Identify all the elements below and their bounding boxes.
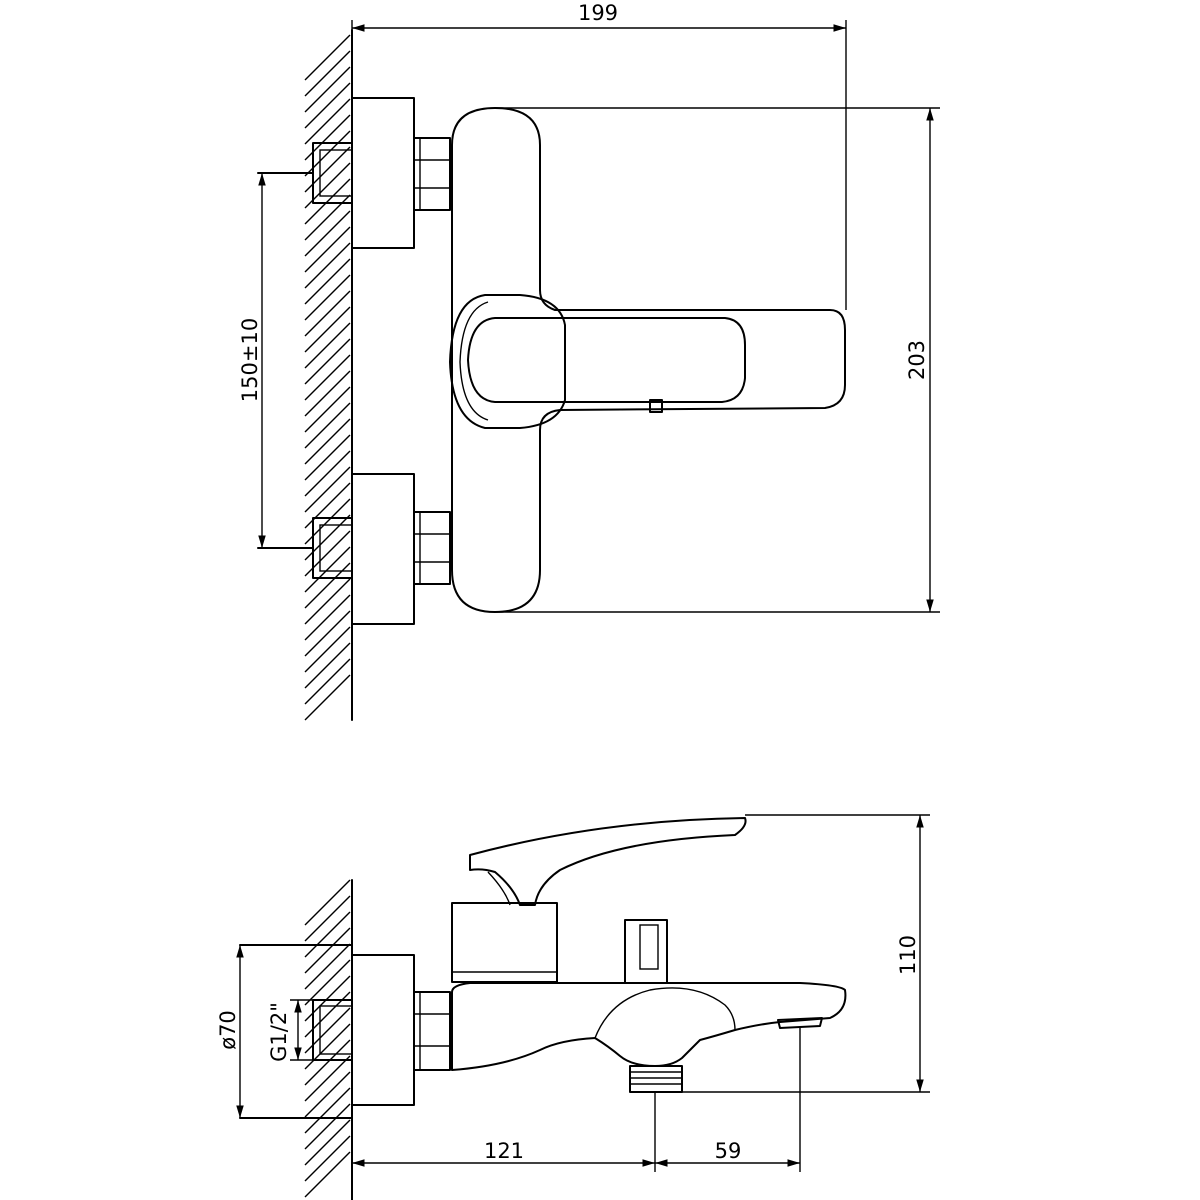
wall-hatch-line xyxy=(304,1071,351,1118)
wall-hatch-line xyxy=(304,450,351,497)
dim-110-label: 110 xyxy=(896,935,920,975)
wall-hatch-line xyxy=(304,1103,351,1150)
wall-hatch-line xyxy=(304,578,351,625)
upper-inlet-pipe xyxy=(257,142,353,204)
wall-hatch-line xyxy=(304,1039,351,1086)
cartridge-housing xyxy=(451,902,558,983)
wall-hatch-line xyxy=(304,546,351,593)
wall-hatch-line xyxy=(304,98,351,145)
lower-hex-nut xyxy=(413,511,451,585)
wall-hatch-line xyxy=(304,879,351,926)
wall-hatch-line xyxy=(304,386,351,433)
dim-thread-g12-label: G1/2" xyxy=(267,1002,291,1062)
wall-hatch-line xyxy=(304,658,351,705)
wall-hatch-line xyxy=(304,370,351,417)
mixer-body xyxy=(451,107,846,613)
dim-59: 59 xyxy=(655,1028,801,1172)
wall-hatch-line xyxy=(304,642,351,689)
wall-front xyxy=(304,29,353,721)
dim-150: 150±10 xyxy=(238,173,266,548)
dim-150-label: 150±10 xyxy=(238,318,262,402)
dim-110: 110 xyxy=(682,814,930,1093)
dim-diameter-70-label: ø70 xyxy=(216,1010,240,1050)
side-inlet-pipe xyxy=(239,944,353,1119)
dim-203: 203 xyxy=(495,107,940,613)
dim-121-label: 121 xyxy=(484,1139,524,1163)
wall-hatch-line xyxy=(304,895,351,942)
wall-hatch-line xyxy=(304,674,351,721)
diverter-knob-side xyxy=(624,919,668,984)
wall-hatch-line xyxy=(304,50,351,97)
dim-199: 199 xyxy=(351,1,847,310)
upper-wall-flange xyxy=(351,97,415,249)
dim-59-label: 59 xyxy=(715,1139,742,1163)
wall-hatch-line xyxy=(304,1023,351,1070)
wall-hatch-line xyxy=(304,226,351,273)
upper-hex-nut xyxy=(413,137,451,211)
wall-hatch-line xyxy=(304,1151,351,1198)
spout-body xyxy=(451,982,847,1071)
dim-thread-g12: G1/2" xyxy=(267,999,313,1062)
handle-hub xyxy=(449,294,566,429)
front-view: 199 203 150±10 xyxy=(238,1,940,721)
wall-hatch-line xyxy=(304,434,351,481)
wall-hatch-line xyxy=(304,178,351,225)
wall-hatch-line xyxy=(304,626,351,673)
wall-hatch-line xyxy=(304,466,351,513)
wall-hatch-line xyxy=(304,1119,351,1166)
wall-hatch-line xyxy=(304,418,351,465)
handle-lever-side xyxy=(469,817,747,906)
wall-hatch-line xyxy=(304,402,351,449)
wall-hatch-line xyxy=(304,1135,351,1182)
wall-hatch-line xyxy=(304,306,351,353)
wall-hatch-line xyxy=(304,927,351,974)
wall-hatch-line xyxy=(304,959,351,1006)
side-hex-nut xyxy=(413,991,451,1071)
wall-hatch-line xyxy=(304,943,351,990)
wall-hatch-line xyxy=(304,242,351,289)
aerator xyxy=(777,1017,823,1029)
wall-hatch-line xyxy=(304,338,351,385)
dim-203-label: 203 xyxy=(905,340,929,380)
wall-hatch-line xyxy=(304,290,351,337)
wall-hatch-line xyxy=(304,322,351,369)
wall-hatch-line xyxy=(304,210,351,257)
dim-199-label: 199 xyxy=(578,1,618,25)
dim-121: 121 xyxy=(352,1092,656,1172)
wall-hatch-line xyxy=(304,34,351,81)
dim-diameter-70: ø70 xyxy=(216,945,244,1118)
wall-hatch-line xyxy=(304,354,351,401)
handle-lever-front xyxy=(467,317,746,403)
side-view: 110 ø70 G1/2" 121 59 xyxy=(216,814,930,1200)
diverter-pin-front xyxy=(649,399,663,413)
lower-inlet-pipe xyxy=(257,517,353,579)
side-wall-flange xyxy=(351,954,415,1106)
wall-hatch-line xyxy=(304,258,351,305)
wall-hatch-line xyxy=(304,911,351,958)
wall-hatch-line xyxy=(304,1055,351,1102)
wall-hatch-line xyxy=(304,274,351,321)
wall-hatch-line xyxy=(304,82,351,129)
shower-outlet-thread xyxy=(629,1065,683,1093)
wall-hatch-line xyxy=(304,610,351,657)
wall-hatch-line xyxy=(304,66,351,113)
lower-wall-flange xyxy=(351,473,415,625)
wall-hatch-line xyxy=(304,594,351,641)
wall-hatch-line xyxy=(304,1087,351,1134)
